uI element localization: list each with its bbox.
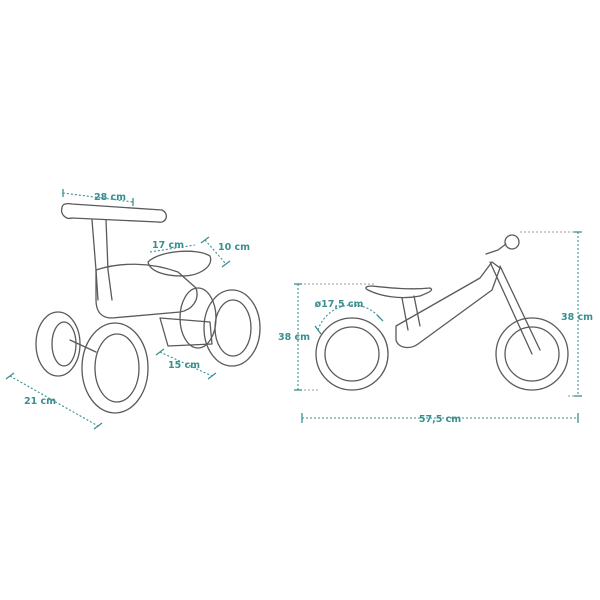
perspective-front-left-wheel [35, 311, 81, 377]
dim-handlebar-height: 38 cm [520, 231, 593, 397]
dim-wheel-diameter: ø17,5 cm [314, 299, 384, 335]
side-seat [365, 285, 433, 299]
perspective-front-axle [69, 339, 97, 353]
perspective-front-left-wheel-hub [51, 321, 77, 367]
side-rear-wheel-rim [324, 326, 380, 382]
label-rear-axle-width: 15 cm [168, 360, 200, 371]
perspective-seat [147, 250, 212, 277]
dim-seat-length: 17 cm [149, 240, 196, 253]
side-seat-post [401, 295, 421, 331]
label-handlebar-height: 38 cm [561, 312, 593, 323]
dim-front-base-width: 21 cm [5, 372, 103, 430]
side-front-wheel-rim [504, 326, 560, 382]
side-handlebar-grip [504, 234, 520, 250]
perspective-front-right-wheel-rim [94, 333, 140, 403]
perspective-handlebar [60, 202, 168, 223]
label-seat-height: 38 cm [278, 332, 310, 343]
dim-rear-axle-width: 15 cm [155, 348, 217, 380]
perspective-frame [95, 263, 198, 319]
label-seat-length: 17 cm [152, 240, 184, 251]
label-overall-length: 57,5 cm [419, 414, 461, 425]
dim-handlebar-width: 28 cm [62, 189, 134, 206]
label-seat-width: 10 cm [218, 242, 250, 253]
perspective-bike-drawing [35, 202, 261, 414]
perspective-rear-left-wheel [179, 287, 217, 349]
perspective-front-right-wheel [81, 322, 149, 414]
perspective-rear-right-wheel [203, 289, 261, 367]
label-wheel-diameter: ø17,5 cm [315, 299, 364, 310]
perspective-rear-housing [159, 317, 213, 347]
side-fork [489, 261, 541, 355]
dim-overall-length: 57,5 cm [301, 413, 579, 425]
side-handlebar-stem [485, 243, 507, 255]
dim-seat-height: 38 cm [278, 283, 376, 391]
label-handlebar-width: 28 cm [94, 192, 126, 203]
side-front-wheel [495, 317, 569, 391]
dim-seat-width: 10 cm [200, 236, 250, 268]
side-bike-drawing [315, 234, 569, 391]
perspective-rear-right-wheel-rim [214, 299, 252, 357]
label-front-base-width: 21 cm [24, 396, 56, 407]
side-rear-wheel [315, 317, 389, 391]
perspective-steering-column [91, 219, 113, 301]
side-frame [395, 261, 501, 349]
